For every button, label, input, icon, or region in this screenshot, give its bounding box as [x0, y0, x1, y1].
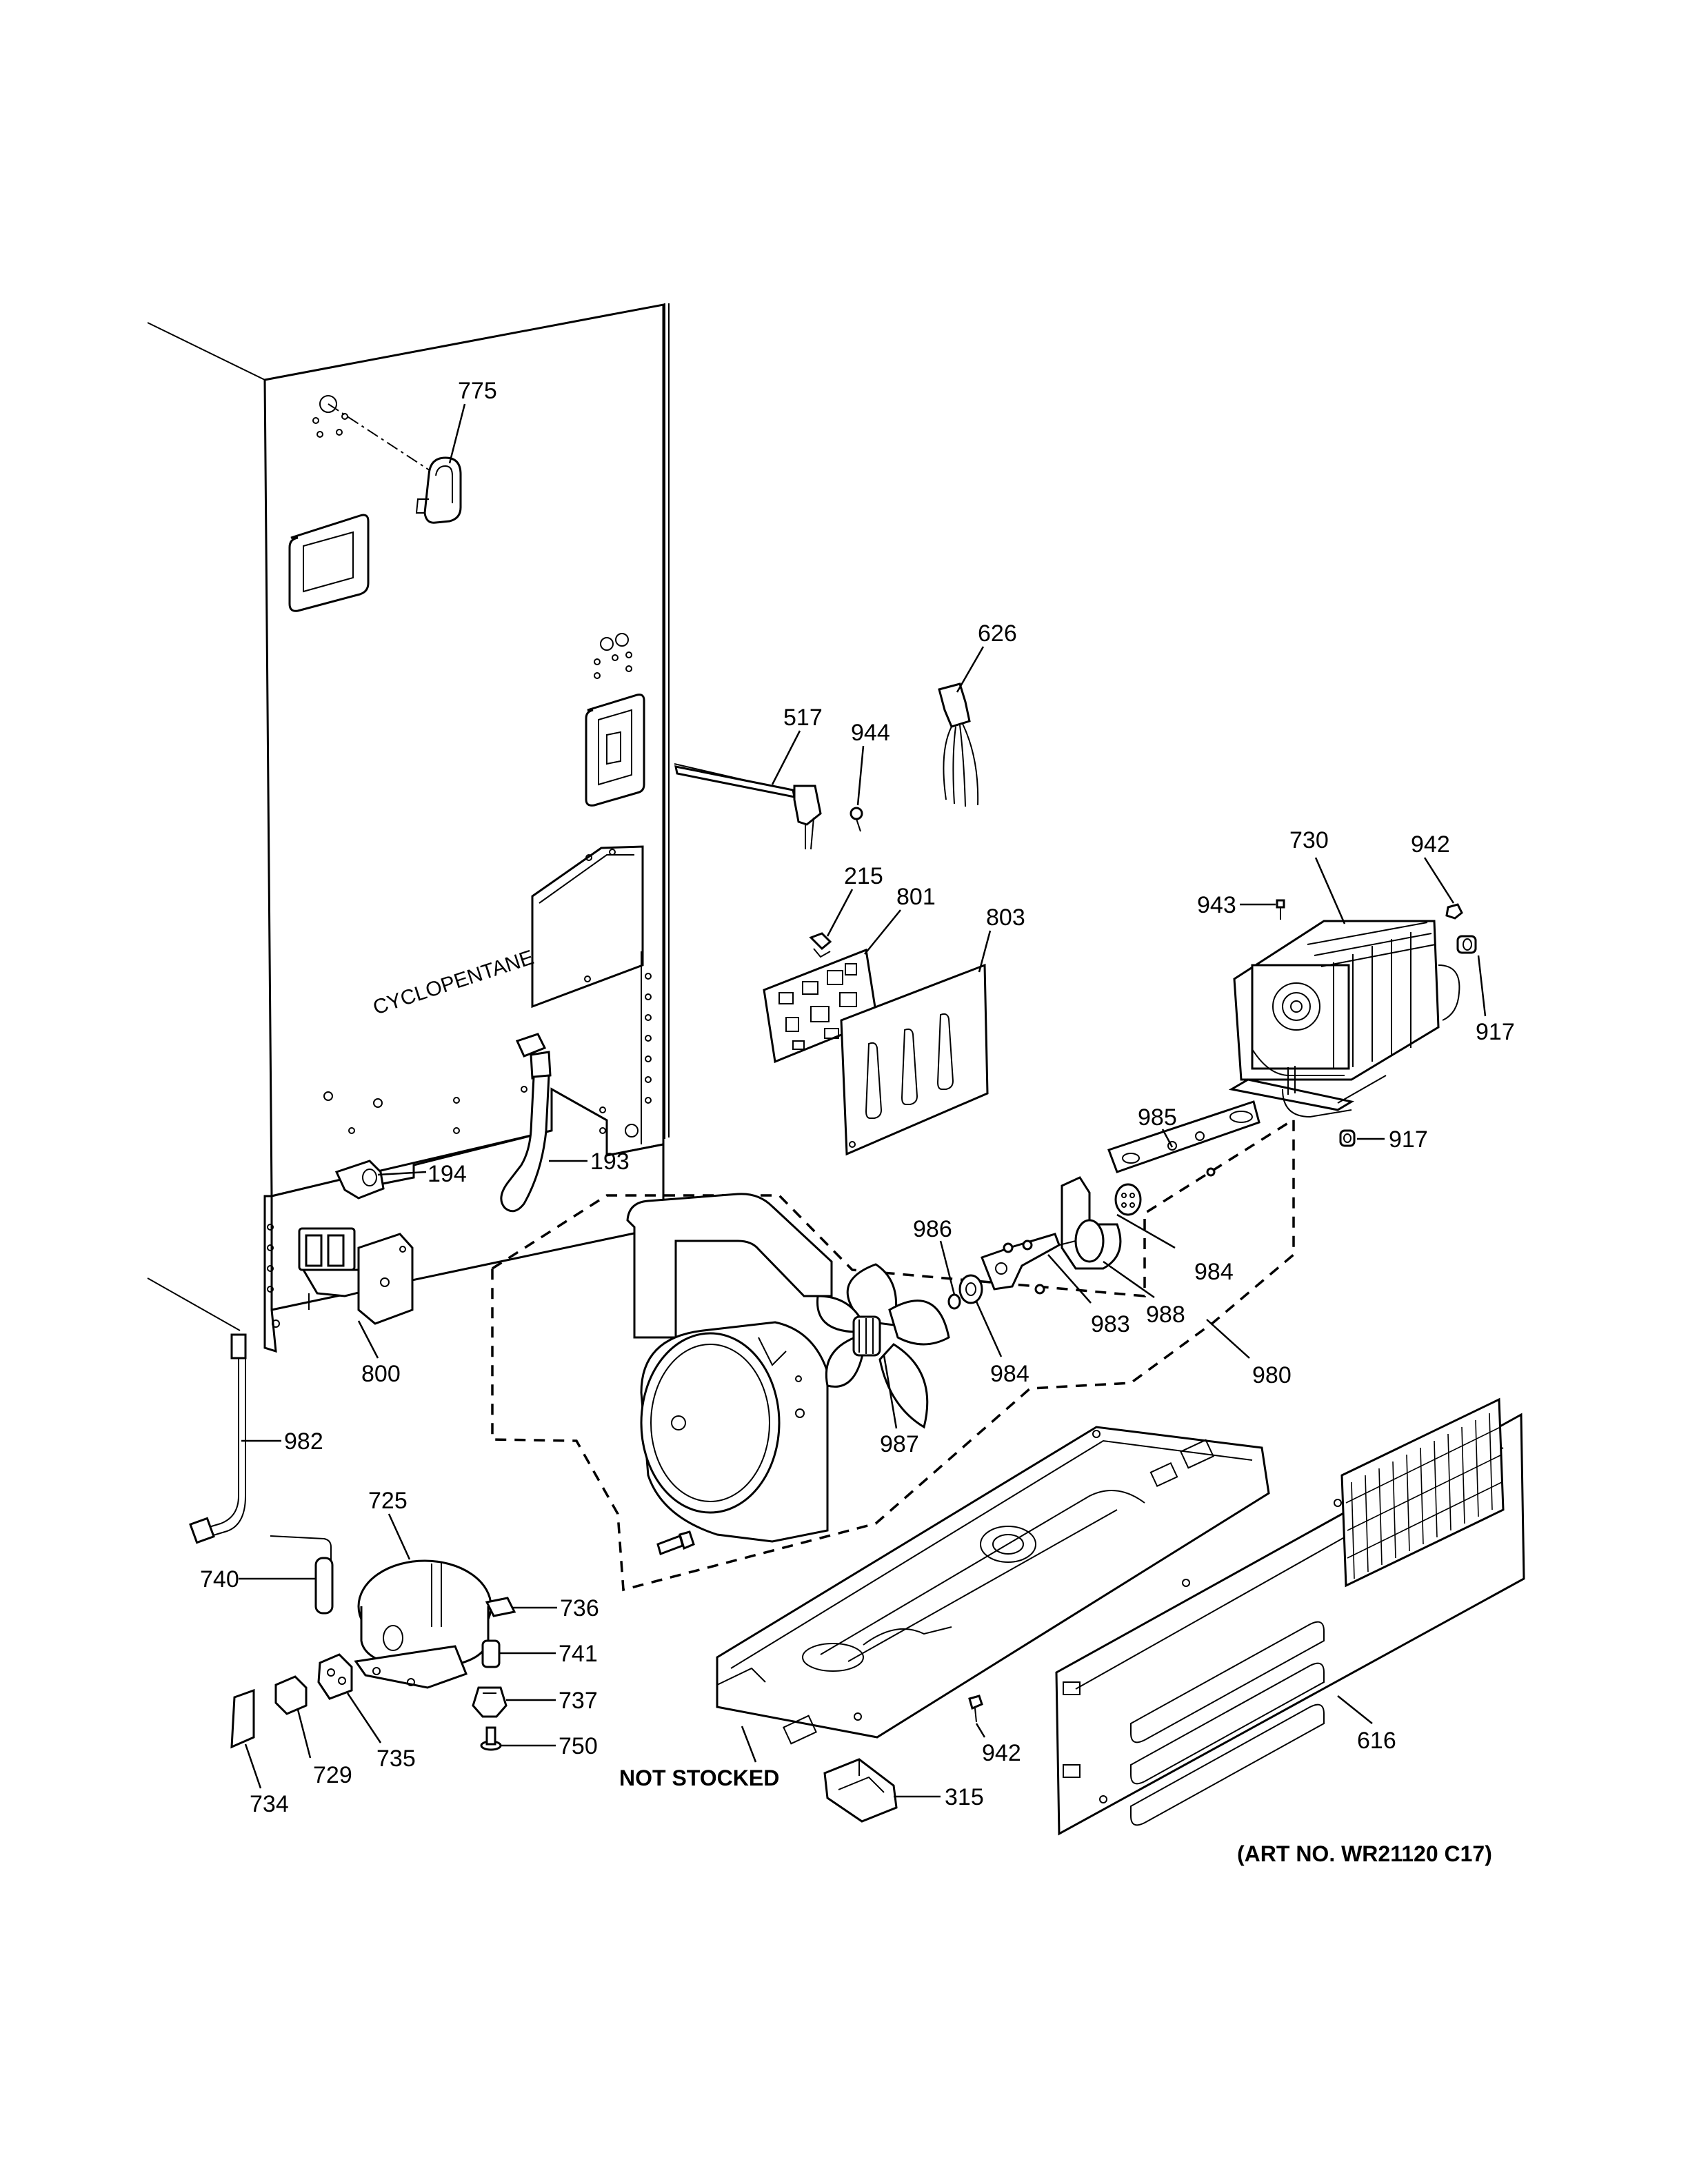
callout-917-upper: 917	[1476, 1019, 1515, 1045]
part-616-condenser	[1055, 1397, 1525, 1836]
callout-741: 741	[559, 1641, 598, 1667]
part-803-board-cover	[840, 963, 989, 1156]
callout-980: 980	[1252, 1362, 1292, 1388]
part-943-screw	[1276, 899, 1285, 920]
callout-729: 729	[313, 1762, 352, 1788]
part-983-motor-bracket	[981, 1233, 1061, 1295]
part-741-sleeve	[481, 1639, 501, 1668]
part-626-wire-harness	[938, 682, 979, 807]
part-730-evaporator	[1228, 920, 1460, 1118]
part-917-grommet-lower	[1339, 1129, 1356, 1147]
callout-740: 740	[200, 1566, 239, 1593]
part-750-stud	[480, 1726, 502, 1751]
part-984-washer-upper	[1114, 1183, 1142, 1216]
part-735-relay	[317, 1653, 353, 1700]
part-517-thermistor	[674, 763, 822, 850]
part-987-fan-shroud	[626, 1193, 833, 1543]
part-729-overload	[274, 1675, 308, 1715]
part-734-cover	[230, 1688, 255, 1749]
part-315-bracket	[823, 1758, 898, 1823]
callout-943: 943	[1197, 892, 1236, 918]
callout-984-upper: 984	[1194, 1259, 1234, 1285]
callout-942-upper: 942	[1411, 831, 1450, 858]
part-740-drier	[270, 1535, 334, 1615]
callout-194: 194	[428, 1161, 467, 1187]
part-736-relay-cover	[485, 1597, 516, 1617]
callout-734: 734	[250, 1791, 289, 1817]
callout-944: 944	[851, 720, 890, 746]
callout-735: 735	[376, 1746, 416, 1772]
part-215-connector	[809, 932, 832, 958]
not-stocked-base-tray	[716, 1426, 1270, 1745]
callout-942-lower: 942	[982, 1740, 1021, 1766]
callout-725: 725	[368, 1488, 408, 1514]
part-737-grommet	[472, 1686, 508, 1718]
callout-193: 193	[590, 1149, 630, 1175]
part-988-fan-motor	[1058, 1176, 1122, 1270]
part-725-compressor	[354, 1559, 492, 1689]
callout-917-lower: 917	[1389, 1126, 1428, 1153]
not-stocked-label: NOT STOCKED	[619, 1766, 779, 1790]
callout-750: 750	[559, 1733, 598, 1759]
part-984-washer-lower	[958, 1274, 983, 1304]
leader-lines	[239, 403, 1487, 1798]
callout-985: 985	[1138, 1104, 1177, 1131]
callout-984-lower: 984	[990, 1361, 1029, 1387]
callout-775: 775	[458, 378, 497, 404]
part-193-drain-tube	[500, 1051, 552, 1213]
callout-215: 215	[844, 863, 883, 889]
callout-626: 626	[978, 620, 1017, 647]
fan-assembly-screw	[656, 1530, 695, 1555]
part-982-water-line	[189, 1333, 247, 1544]
callout-801: 801	[896, 884, 936, 910]
callout-983: 983	[1091, 1311, 1130, 1337]
part-942-screw-upper	[1445, 903, 1463, 920]
callout-987: 987	[880, 1431, 919, 1457]
callout-988: 988	[1146, 1302, 1185, 1328]
callout-800: 800	[361, 1361, 401, 1387]
refrigerator-cabinet	[147, 303, 670, 1353]
fan-assembly-group-outline	[491, 1117, 1295, 1592]
part-800-water-valve	[298, 1227, 414, 1325]
art-number-label: (ART NO. WR21120 C17)	[1237, 1841, 1492, 1866]
callout-737: 737	[559, 1688, 598, 1714]
part-942-screw-lower	[968, 1695, 983, 1723]
callout-736: 736	[560, 1595, 599, 1621]
callout-730: 730	[1289, 827, 1329, 853]
callout-986: 986	[913, 1216, 952, 1242]
callout-803: 803	[986, 904, 1025, 931]
part-987-fan-blade	[816, 1263, 950, 1429]
part-986-clip	[947, 1293, 961, 1310]
part-917-grommet-upper	[1456, 935, 1477, 954]
callout-315: 315	[945, 1784, 984, 1810]
callout-982: 982	[284, 1428, 323, 1455]
part-985-motor-mount	[1107, 1100, 1260, 1177]
part-194-clamp	[334, 1160, 385, 1200]
part-775-hinge-clip	[415, 456, 462, 524]
part-944-screw	[850, 807, 863, 832]
callout-517: 517	[783, 705, 823, 731]
callout-616: 616	[1357, 1728, 1396, 1754]
